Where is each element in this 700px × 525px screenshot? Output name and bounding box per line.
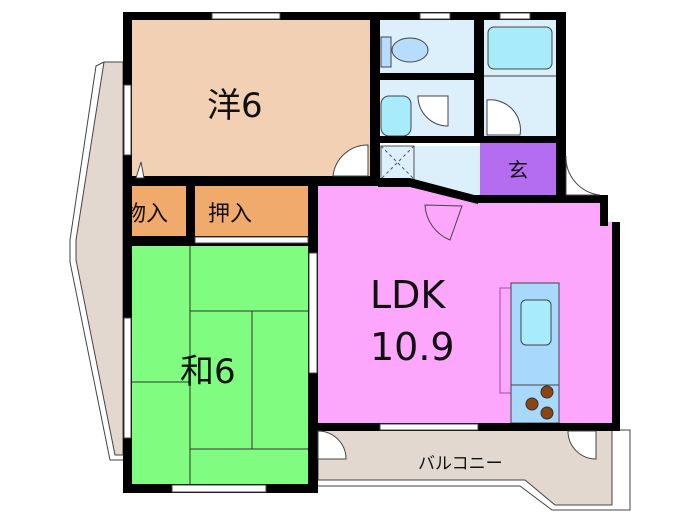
- room-ldk-area: 10.9: [370, 325, 455, 369]
- washbasin-icon: [380, 95, 412, 137]
- room-ldk: [318, 186, 612, 423]
- closet-small: [132, 186, 186, 236]
- stove-icon: [525, 385, 554, 420]
- toilet-icon: [380, 36, 429, 68]
- room-japanese: [132, 246, 310, 484]
- room-japanese-label: 和6: [180, 352, 236, 392]
- tatami-lines: [132, 246, 310, 484]
- room-ldk-label: LDK: [370, 273, 446, 317]
- windows: [123, 12, 531, 493]
- balcony-label: バルコニー: [418, 454, 503, 474]
- room-western: [132, 20, 370, 176]
- sink-icon: [520, 299, 552, 346]
- entrance-label: 玄: [508, 158, 528, 182]
- closet-oshiire-label: 押入: [208, 202, 252, 227]
- side-balcony: [75, 61, 124, 456]
- balcony-rail: [318, 429, 631, 511]
- closet-oshiire: [195, 186, 308, 236]
- side-balcony-rail: [69, 61, 123, 461]
- room-western-label: 洋6: [207, 86, 263, 126]
- entrance: [480, 143, 556, 195]
- doors: [135, 95, 601, 460]
- bathtub-icon: [487, 26, 553, 70]
- hallway: [380, 146, 480, 200]
